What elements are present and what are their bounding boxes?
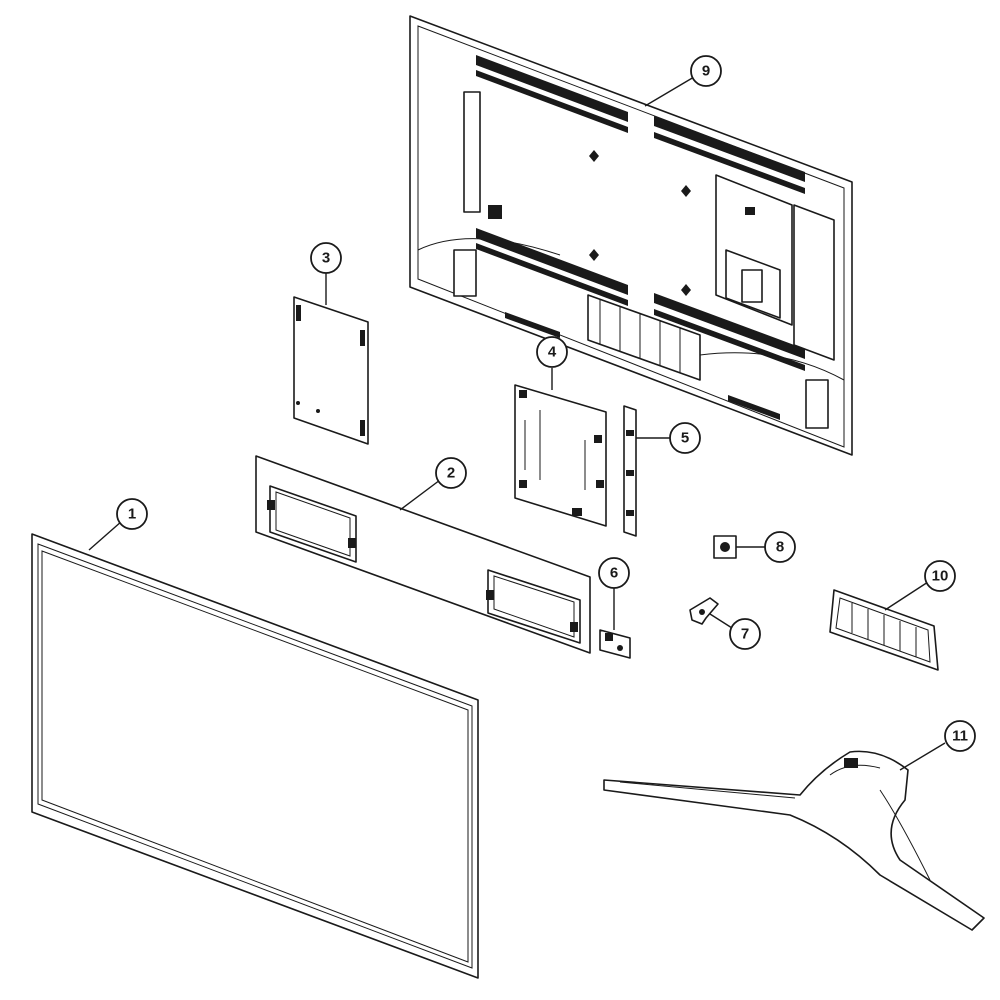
callout-10: 10 <box>924 560 956 592</box>
ir-board <box>623 405 637 537</box>
callout-number: 11 <box>952 728 968 745</box>
callout-1: 1 <box>116 498 148 530</box>
callout-2: 2 <box>435 457 467 489</box>
callout-6: 6 <box>598 557 630 589</box>
callout-5: 5 <box>669 422 701 454</box>
callout-11: 11 <box>944 720 976 752</box>
callout-number: 5 <box>681 430 689 447</box>
callout-8: 8 <box>764 531 796 563</box>
sensor-8 <box>713 535 737 559</box>
bracket-set <box>255 455 591 654</box>
callout-number: 3 <box>322 250 330 267</box>
callout-7: 7 <box>729 618 761 650</box>
callout-number: 1 <box>128 506 136 523</box>
callout-number: 4 <box>548 344 557 361</box>
callout-number: 7 <box>741 626 749 643</box>
power-board <box>514 384 607 527</box>
stand-neck <box>829 589 939 671</box>
small-board-6 <box>599 629 631 659</box>
main-board <box>293 296 369 445</box>
callout-3: 3 <box>310 242 342 274</box>
callout-number: 2 <box>447 465 455 482</box>
leader-lines <box>88 76 946 771</box>
rear-cover <box>409 15 853 456</box>
clip-7 <box>689 597 719 625</box>
stand-base <box>603 750 985 931</box>
callout-number: 9 <box>702 63 710 80</box>
callout-number: 8 <box>776 539 784 556</box>
display-panel <box>31 533 479 979</box>
callout-4: 4 <box>536 336 568 368</box>
callout-number: 10 <box>932 568 949 585</box>
callout-number: 6 <box>610 565 618 582</box>
callout-9: 9 <box>690 55 722 87</box>
